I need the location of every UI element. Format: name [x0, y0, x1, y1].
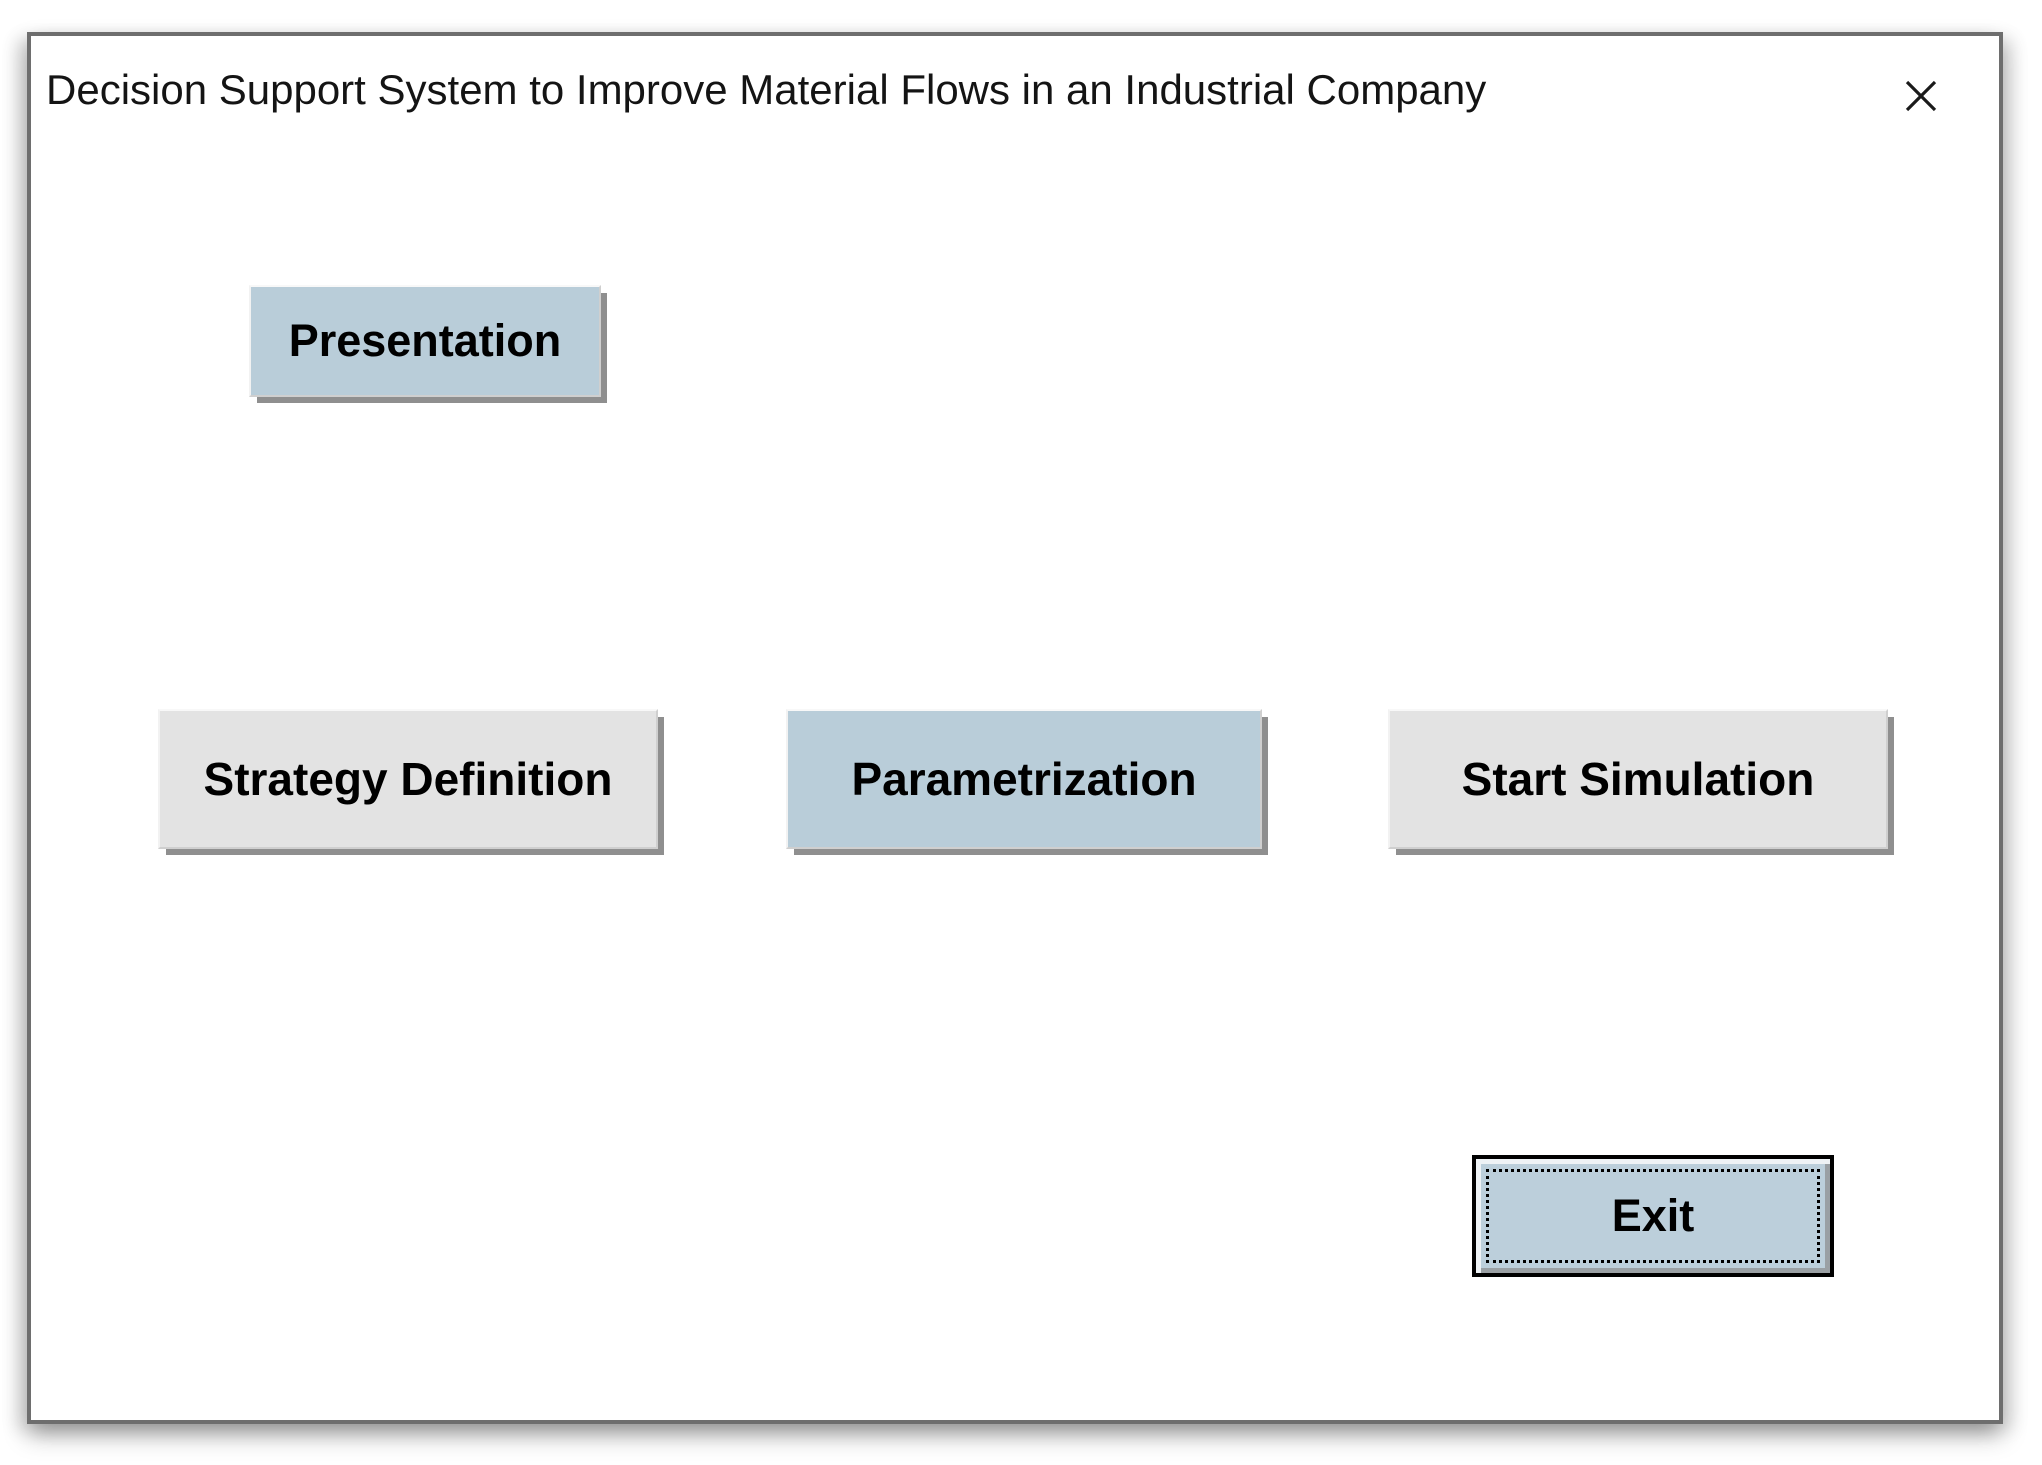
parametrization-button-label: Parametrization	[851, 753, 1197, 805]
presentation-button-label: Presentation	[288, 315, 562, 366]
exit-button-label: Exit	[1611, 1190, 1695, 1241]
dialog-window: Decision Support System to Improve Mater…	[27, 32, 2003, 1424]
parametrization-button[interactable]: Parametrization	[786, 709, 1262, 849]
close-button[interactable]	[1891, 66, 1951, 126]
exit-button[interactable]: Exit	[1472, 1155, 1834, 1277]
start-simulation-button-label: Start Simulation	[1461, 753, 1815, 805]
strategy-definition-button-label: Strategy Definition	[203, 753, 613, 805]
strategy-definition-button[interactable]: Strategy Definition	[158, 709, 658, 849]
exit-button-face: Exit	[1476, 1159, 1830, 1273]
close-icon	[1905, 80, 1937, 112]
presentation-button[interactable]: Presentation	[249, 285, 601, 397]
start-simulation-button[interactable]: Start Simulation	[1388, 709, 1888, 849]
window-title: Decision Support System to Improve Mater…	[46, 66, 1487, 113]
